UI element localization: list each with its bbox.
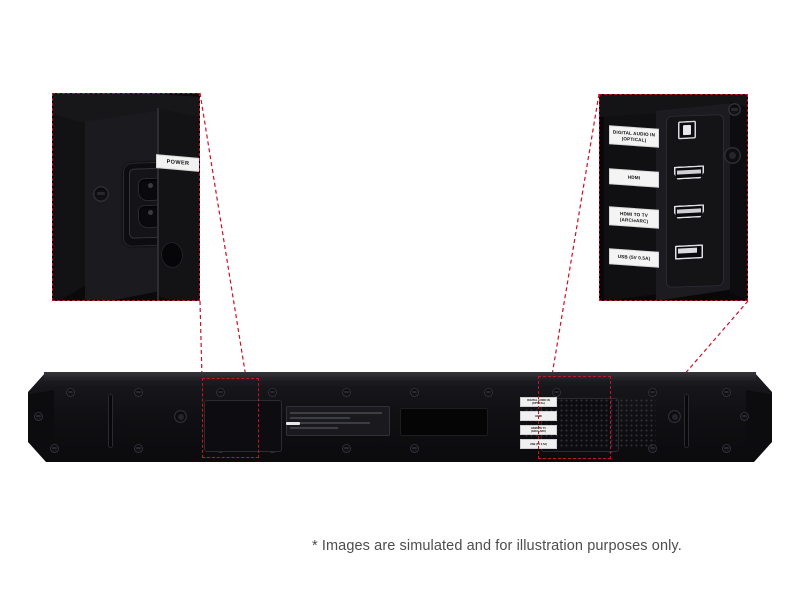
mount-screw xyxy=(410,388,419,397)
mount-screw xyxy=(50,444,59,453)
hdmi-icon xyxy=(674,204,704,219)
power-region-marker xyxy=(202,378,259,458)
port-label-text: HDMI TO TV (ARC/eARC) xyxy=(619,211,649,224)
soundbar-rear-view: DIGITAL AUDIO IN (OPTICAL) HDMI HDMI TO … xyxy=(28,372,772,468)
mount-screw xyxy=(34,412,43,421)
mount-screw xyxy=(722,388,731,397)
power-inlet-callout: POWER xyxy=(52,93,200,301)
port-label-text: USB (5V 0.5A) xyxy=(617,254,651,262)
mount-screw xyxy=(342,444,351,453)
chassis-right-face xyxy=(157,108,199,300)
mount-screw xyxy=(648,388,657,397)
soundbar-top-strip xyxy=(44,372,756,381)
mount-screw xyxy=(740,412,749,421)
chassis-right-face xyxy=(730,101,747,300)
mount-screw xyxy=(268,388,277,397)
usb-icon xyxy=(675,244,703,260)
vent-grille xyxy=(524,398,656,448)
soundbar-right-bevel xyxy=(746,390,772,446)
port-label-hdmi-to-tv-arc: HDMI TO TV (ARC/eARC) xyxy=(610,207,658,228)
power-compartment xyxy=(204,400,282,452)
chassis-screw xyxy=(93,186,109,202)
port-label-text: HDMI xyxy=(627,174,641,181)
mount-screw xyxy=(648,444,657,453)
chassis-main-face xyxy=(85,110,163,300)
chassis-edge-highlight xyxy=(157,108,159,300)
mount-screw xyxy=(722,444,731,453)
mount-screw xyxy=(134,444,143,453)
port-panel-recess xyxy=(666,113,724,289)
disclaimer-caption: * Images are simulated and for illustrat… xyxy=(312,538,682,554)
hdmi-icon xyxy=(674,165,704,180)
port-label-digital-audio-in-optical: DIGITAL AUDIO IN (OPTICAL) xyxy=(610,126,658,147)
wall-mount-slot xyxy=(684,394,689,448)
chassis-screw xyxy=(728,103,741,116)
wall-mount-slot xyxy=(108,394,113,448)
mount-screw xyxy=(484,388,493,397)
mount-screw xyxy=(552,388,561,397)
ports-callout: DIGITAL AUDIO IN (OPTICAL) HDMI HDMI TO … xyxy=(599,94,748,301)
port-label-text: DIGITAL AUDIO IN (OPTICAL) xyxy=(612,129,656,143)
ports-region-marker xyxy=(538,376,611,459)
power-plug-slot xyxy=(286,422,300,425)
rating-label-sticker xyxy=(286,406,390,436)
keyhole-mount xyxy=(668,410,681,423)
mount-screw xyxy=(410,444,419,453)
mount-screw xyxy=(134,388,143,397)
service-panel xyxy=(400,408,488,436)
bass-port-hole xyxy=(724,147,741,164)
mount-screw xyxy=(342,388,351,397)
mount-screw xyxy=(66,388,75,397)
keyhole-mount xyxy=(174,410,187,423)
optical-toslink-icon xyxy=(678,120,696,140)
mount-screw xyxy=(216,388,225,397)
